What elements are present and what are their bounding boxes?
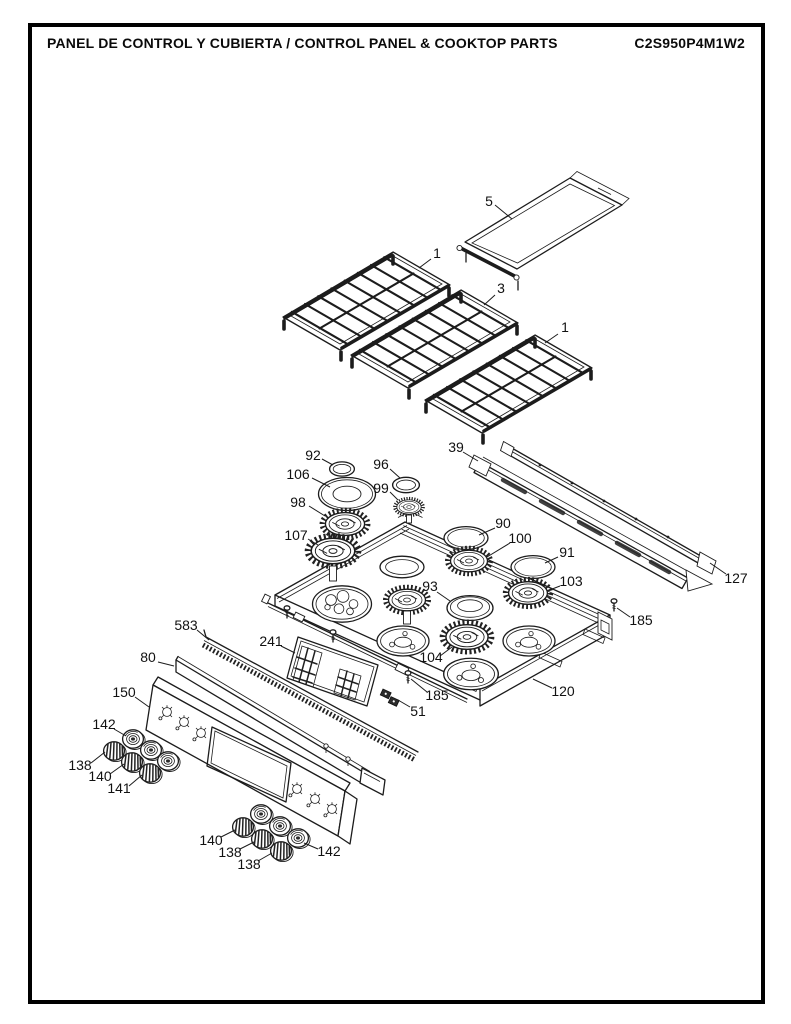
- griddle: [456, 171, 630, 291]
- callout-138-left: 138: [68, 757, 92, 773]
- callout-241: 241: [259, 633, 283, 649]
- toothed-trim-strip-583: [201, 629, 419, 763]
- callout-106: 106: [286, 466, 310, 482]
- burner-cap-ring-106: [317, 476, 377, 512]
- screw-185-right: [610, 598, 618, 612]
- multi-ring-plate: [311, 585, 373, 623]
- burner-stack-left: [308, 461, 377, 582]
- callout-92: 92: [305, 447, 321, 463]
- burner-head-99: [393, 496, 425, 518]
- callout-100: 100: [508, 530, 532, 546]
- page-title: PANEL DE CONTROL Y CUBIERTA / CONTROL PA…: [47, 35, 558, 51]
- callout-141: 141: [107, 780, 131, 796]
- callout-39: 39: [448, 439, 464, 455]
- sealed-plate-front: [443, 657, 499, 691]
- display-window: [206, 726, 292, 803]
- knob-face-view: [249, 804, 274, 826]
- callout-grate-center: 3: [497, 280, 505, 296]
- burner-cap-92: [328, 461, 356, 477]
- knob-side-view: [231, 817, 256, 839]
- callout-142-left: 142: [92, 716, 116, 732]
- callout-120: 120: [551, 683, 575, 699]
- callout-142-bottom: 142: [317, 843, 341, 859]
- model-number: C2S950P4M1W2: [634, 35, 745, 51]
- callout-104: 104: [419, 649, 443, 665]
- leader-lines: [90, 204, 727, 862]
- callout-140-left: 140: [88, 768, 112, 784]
- callout-103: 103: [559, 573, 583, 589]
- cooktop-main-top: [260, 511, 618, 707]
- knob-face-view: [156, 751, 181, 773]
- control-board-241: [286, 636, 379, 707]
- callout-127: 127: [724, 570, 748, 586]
- sealed-plate-right: [502, 625, 556, 657]
- burner-stem-107: [329, 565, 337, 582]
- callout-185-left: 185: [425, 687, 449, 703]
- callout-51: 51: [410, 703, 426, 719]
- callout-91: 91: [559, 544, 575, 560]
- burner-dome-93: [446, 594, 494, 622]
- burner-ring-91: [510, 554, 556, 580]
- callout-185-right: 185: [629, 612, 653, 628]
- burner-cap-96: [391, 476, 421, 494]
- callout-90: 90: [495, 515, 511, 531]
- callout-grate-left: 1: [433, 245, 441, 261]
- clip-51: [379, 688, 400, 707]
- callout-150: 150: [112, 684, 136, 700]
- callout-138-bottom-2: 138: [237, 856, 261, 872]
- callout-140-bottom: 140: [199, 832, 223, 848]
- knob-side-view: [250, 829, 275, 851]
- burner-stem-99: [406, 514, 412, 524]
- callout-grate-right: 1: [561, 319, 569, 335]
- callout-griddle: 5: [485, 193, 493, 209]
- callout-98: 98: [290, 494, 306, 510]
- page-border: [28, 23, 765, 1004]
- callout-80: 80: [140, 649, 156, 665]
- callout-583: 583: [174, 617, 198, 633]
- callout-96: 96: [373, 456, 389, 472]
- knob-side-view: [138, 763, 163, 785]
- callout-93: 93: [422, 578, 438, 594]
- grate-right: [423, 333, 594, 445]
- burner-stack-right: [391, 476, 425, 524]
- control-panel-150: [145, 676, 358, 845]
- oval-opening: [379, 555, 425, 579]
- callout-138-bottom-1: 138: [218, 844, 242, 860]
- panel-support-bracket-80: [175, 655, 386, 796]
- knob-face-view: [286, 828, 311, 850]
- screw-185-left: [404, 670, 412, 684]
- callout-99: 99: [373, 480, 389, 496]
- knob-side-view: [269, 841, 294, 863]
- rear-rail-front: [468, 454, 714, 592]
- rear-rail-back: [499, 440, 717, 575]
- callout-107: 107: [284, 527, 308, 543]
